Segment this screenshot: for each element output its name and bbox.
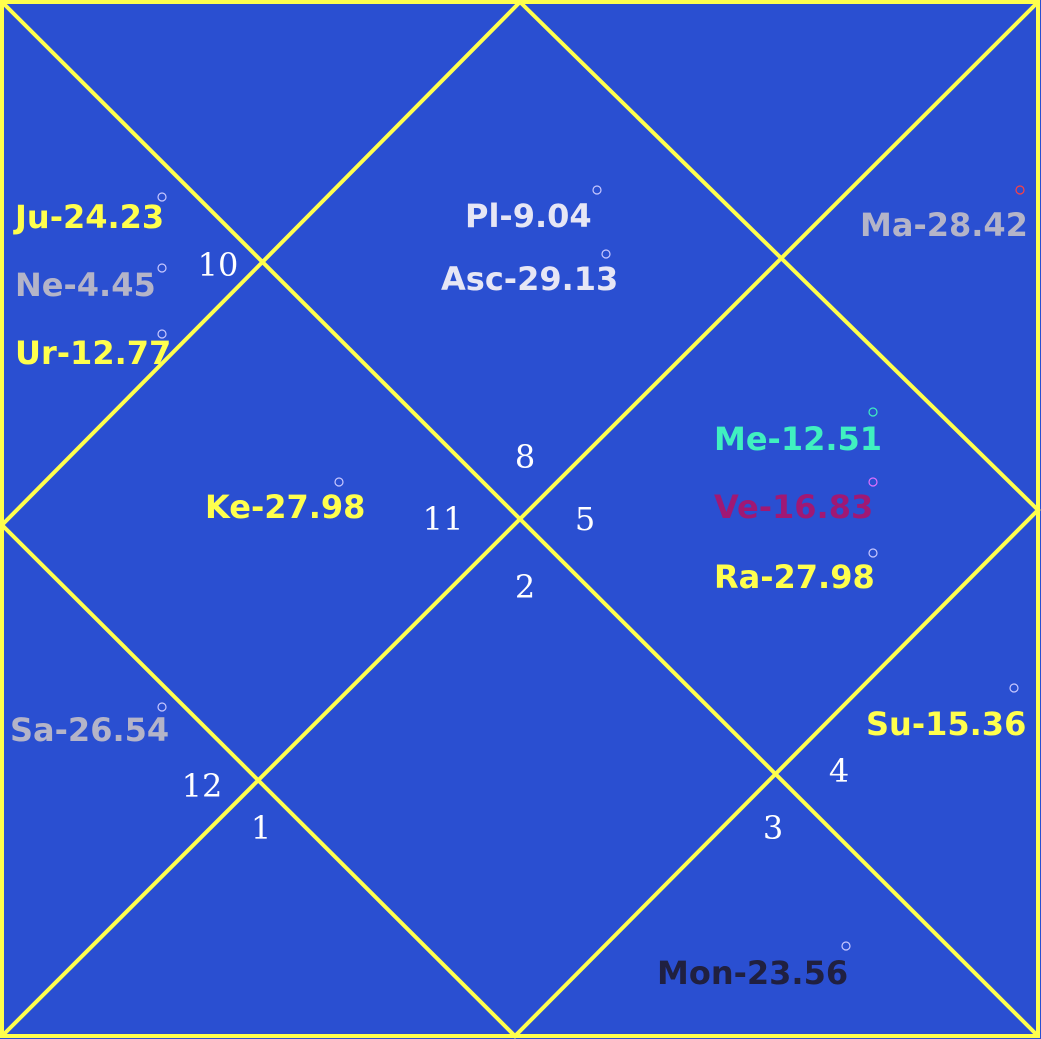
planet-ascendant: Asc-29.13 xyxy=(441,260,618,298)
planet-mercury: Me-12.51 xyxy=(714,420,882,458)
planet-uranus-marker xyxy=(157,329,167,339)
house-number-2: 2 xyxy=(515,568,535,606)
planet-jupiter: Ju-24.23 xyxy=(13,198,164,236)
house-number-12: 12 xyxy=(182,767,223,805)
planet-mercury-marker xyxy=(868,407,878,417)
planet-venus: Ve-16.83 xyxy=(714,488,873,526)
planet-ketu: Ke-27.98 xyxy=(205,488,365,526)
house-number-4: 4 xyxy=(829,752,849,790)
house-number-1: 1 xyxy=(251,809,271,847)
planet-sun-marker xyxy=(1009,683,1019,693)
planet-sun: Su-15.36 xyxy=(866,705,1026,743)
planet-mars-marker xyxy=(1015,185,1025,195)
house-numbers: 10 8 11 5 2 12 1 4 3 xyxy=(182,246,850,847)
house-number-11: 11 xyxy=(423,500,464,538)
planet-moon-marker xyxy=(841,941,851,951)
planet-moon: Mon-23.56 xyxy=(657,954,848,992)
planet-labels: Ju-24.23 Ne-4.45 Ur-12.77 Pl-9.04 Asc-29… xyxy=(10,185,1028,992)
planet-pluto-marker xyxy=(592,185,602,195)
planet-ascendant-marker xyxy=(601,249,611,259)
planet-jupiter-marker xyxy=(157,192,167,202)
planet-venus-marker xyxy=(868,477,878,487)
planet-neptune: Ne-4.45 xyxy=(15,266,156,304)
planet-neptune-marker xyxy=(157,263,167,273)
planet-rahu-marker xyxy=(868,548,878,558)
planet-ketu-marker xyxy=(334,477,344,487)
house-number-3: 3 xyxy=(763,809,783,847)
planet-pluto: Pl-9.04 xyxy=(465,197,592,235)
planet-mars: Ma-28.42 xyxy=(860,206,1028,244)
house-number-8: 8 xyxy=(515,438,535,476)
planet-saturn: Sa-26.54 xyxy=(10,711,169,749)
planet-uranus: Ur-12.77 xyxy=(15,334,171,372)
house-number-5: 5 xyxy=(575,500,595,538)
planet-saturn-marker xyxy=(157,702,167,712)
planet-rahu: Ra-27.98 xyxy=(714,558,875,596)
house-number-10: 10 xyxy=(198,246,239,284)
